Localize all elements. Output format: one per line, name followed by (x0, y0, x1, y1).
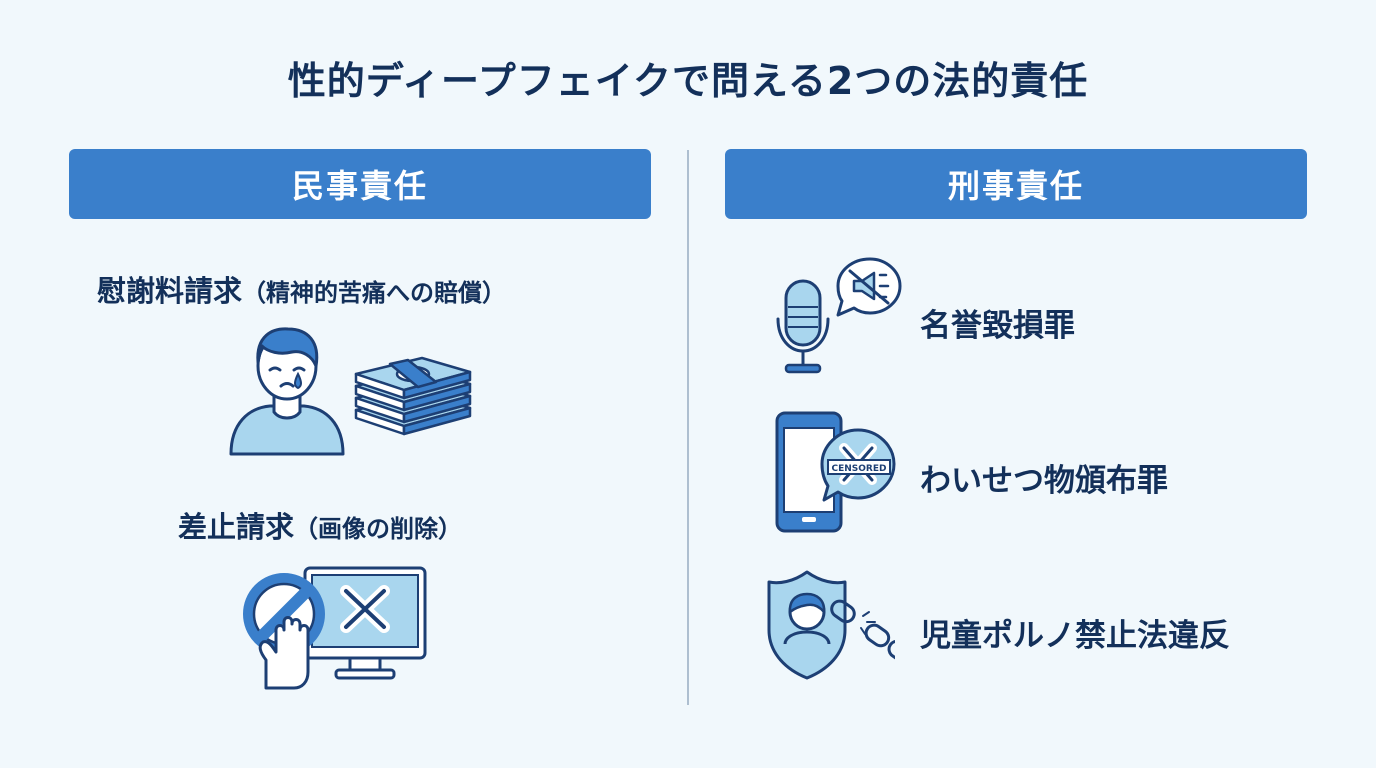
shield-child-broken-chain-icon (767, 570, 895, 680)
criminal-liability-header: 刑事責任 (725, 149, 1307, 219)
civil-item-compensation: 慰謝料請求（精神的苦痛への賠償） (97, 268, 506, 310)
microphone-muted-speech-icon (776, 257, 902, 374)
crying-person-icon (229, 327, 345, 456)
crime-child-pornography-law-label: 児童ポルノ禁止法違反 (920, 618, 1230, 654)
column-divider (687, 150, 689, 705)
crime-defamation-label: 名誉毀損罪 (920, 308, 1075, 344)
censored-badge-text: CENSORED (832, 464, 887, 474)
civil-item-title: 差止請求 (178, 510, 295, 544)
civil-item-note: （画像の削除） (294, 515, 463, 543)
smartphone-censored-icon: CENSORED (775, 411, 896, 533)
prohibited-hand-icon (243, 573, 325, 690)
monitor-x-icon (303, 566, 427, 680)
crime-obscene-distribution-label: わいせつ物頒布罪 (920, 463, 1168, 499)
money-stack-icon (354, 356, 472, 436)
civil-item-title: 慰謝料請求 (97, 274, 243, 308)
civil-item-injunction: 差止請求（画像の削除） (178, 504, 462, 546)
civil-item-note: （精神的苦痛への賠償） (242, 279, 507, 307)
page-title: 性的ディープフェイクで問える2つの法的責任 (287, 59, 1089, 103)
civil-liability-header: 民事責任 (69, 149, 651, 219)
